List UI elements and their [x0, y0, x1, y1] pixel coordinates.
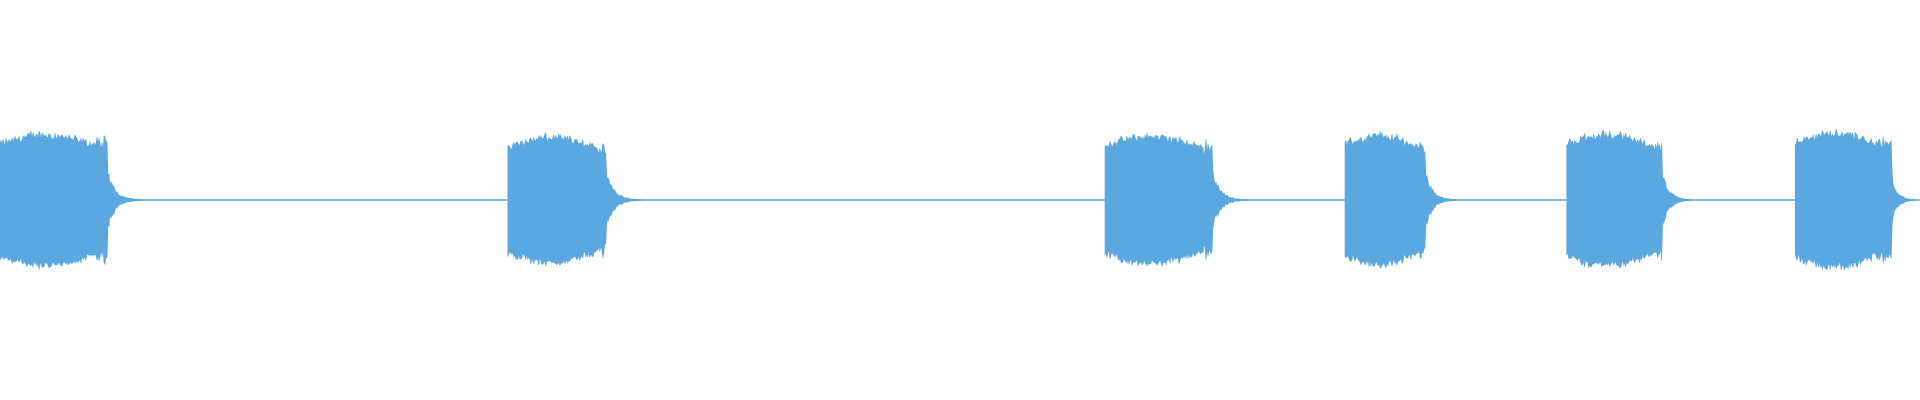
waveform-bursts: [0, 128, 1915, 271]
waveform-burst-4: [1344, 130, 1457, 269]
waveform-burst-6: [1794, 128, 1915, 271]
waveform-burst-3: [1104, 132, 1248, 268]
waveform-burst-2: [507, 132, 642, 266]
waveform-burst-5: [1566, 130, 1692, 269]
waveform-burst-1: [0, 130, 143, 270]
